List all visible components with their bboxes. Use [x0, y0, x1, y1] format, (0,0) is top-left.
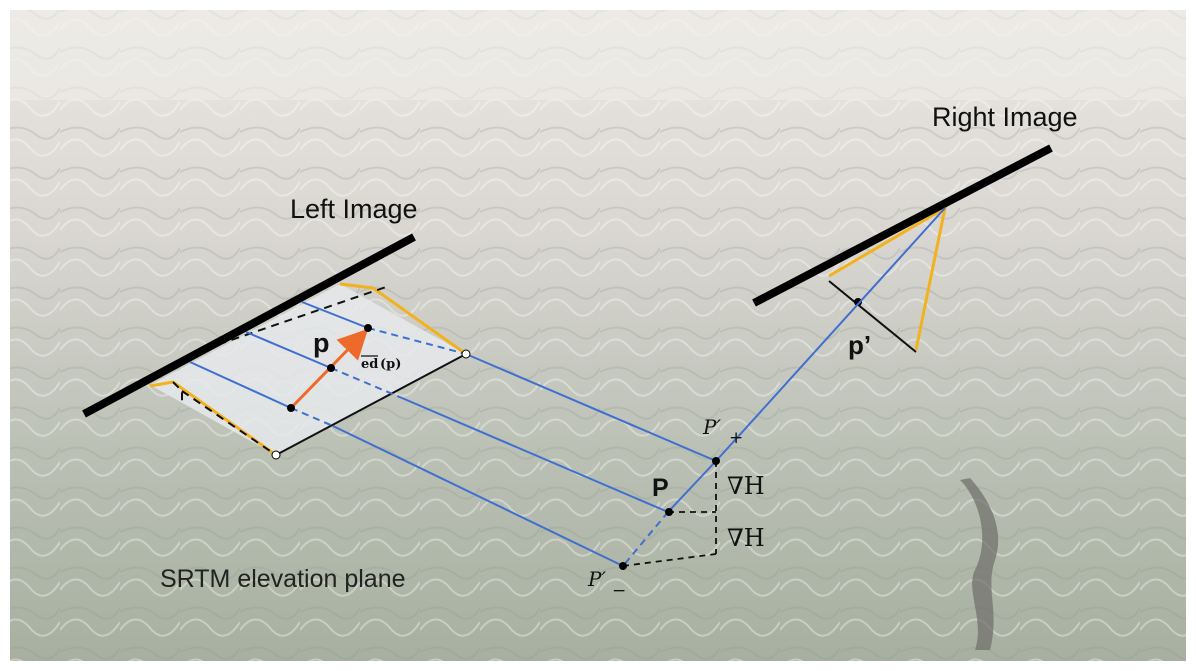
panel-corner-top [461, 349, 471, 359]
point-ed-end [364, 324, 372, 332]
ed-symbol: ed [361, 357, 378, 372]
right-image-plane [752, 144, 1053, 307]
ed-label: ed (p) [361, 355, 401, 372]
left-image-label: Left Image [290, 194, 418, 224]
point-P-minus [619, 562, 627, 570]
point-P [665, 508, 673, 516]
projection-rays [189, 207, 946, 567]
point-p-prime [854, 298, 862, 306]
ed-argument: (p) [380, 357, 401, 372]
point-P-plus [712, 457, 720, 465]
P-plus-subscript: + [729, 428, 743, 448]
terrain-background [10, 10, 1186, 661]
P-minus-label: P′ [587, 567, 606, 591]
P-label: P [652, 474, 669, 502]
right-image-label: Right Image [932, 102, 1078, 132]
epipolar-direction-arrow [289, 328, 369, 410]
P-plus-label: P′ [702, 415, 721, 439]
p-right-label: p’ [848, 330, 871, 360]
P-minus-subscript: − [612, 581, 626, 601]
points [271, 324, 720, 570]
point-p-mid [327, 364, 335, 372]
point-p-base [287, 404, 295, 412]
grad-h-upper-label: ∇H [727, 472, 765, 500]
srtm-plane-label: SRTM elevation plane [160, 565, 406, 593]
left-image-plane [82, 233, 416, 418]
grad-h-lower-label: ∇H [727, 524, 765, 552]
left-image-panel [82, 233, 467, 457]
p-left-label: p [313, 328, 330, 358]
panel-corner-bottom [271, 450, 281, 460]
height-construction [622, 461, 717, 567]
